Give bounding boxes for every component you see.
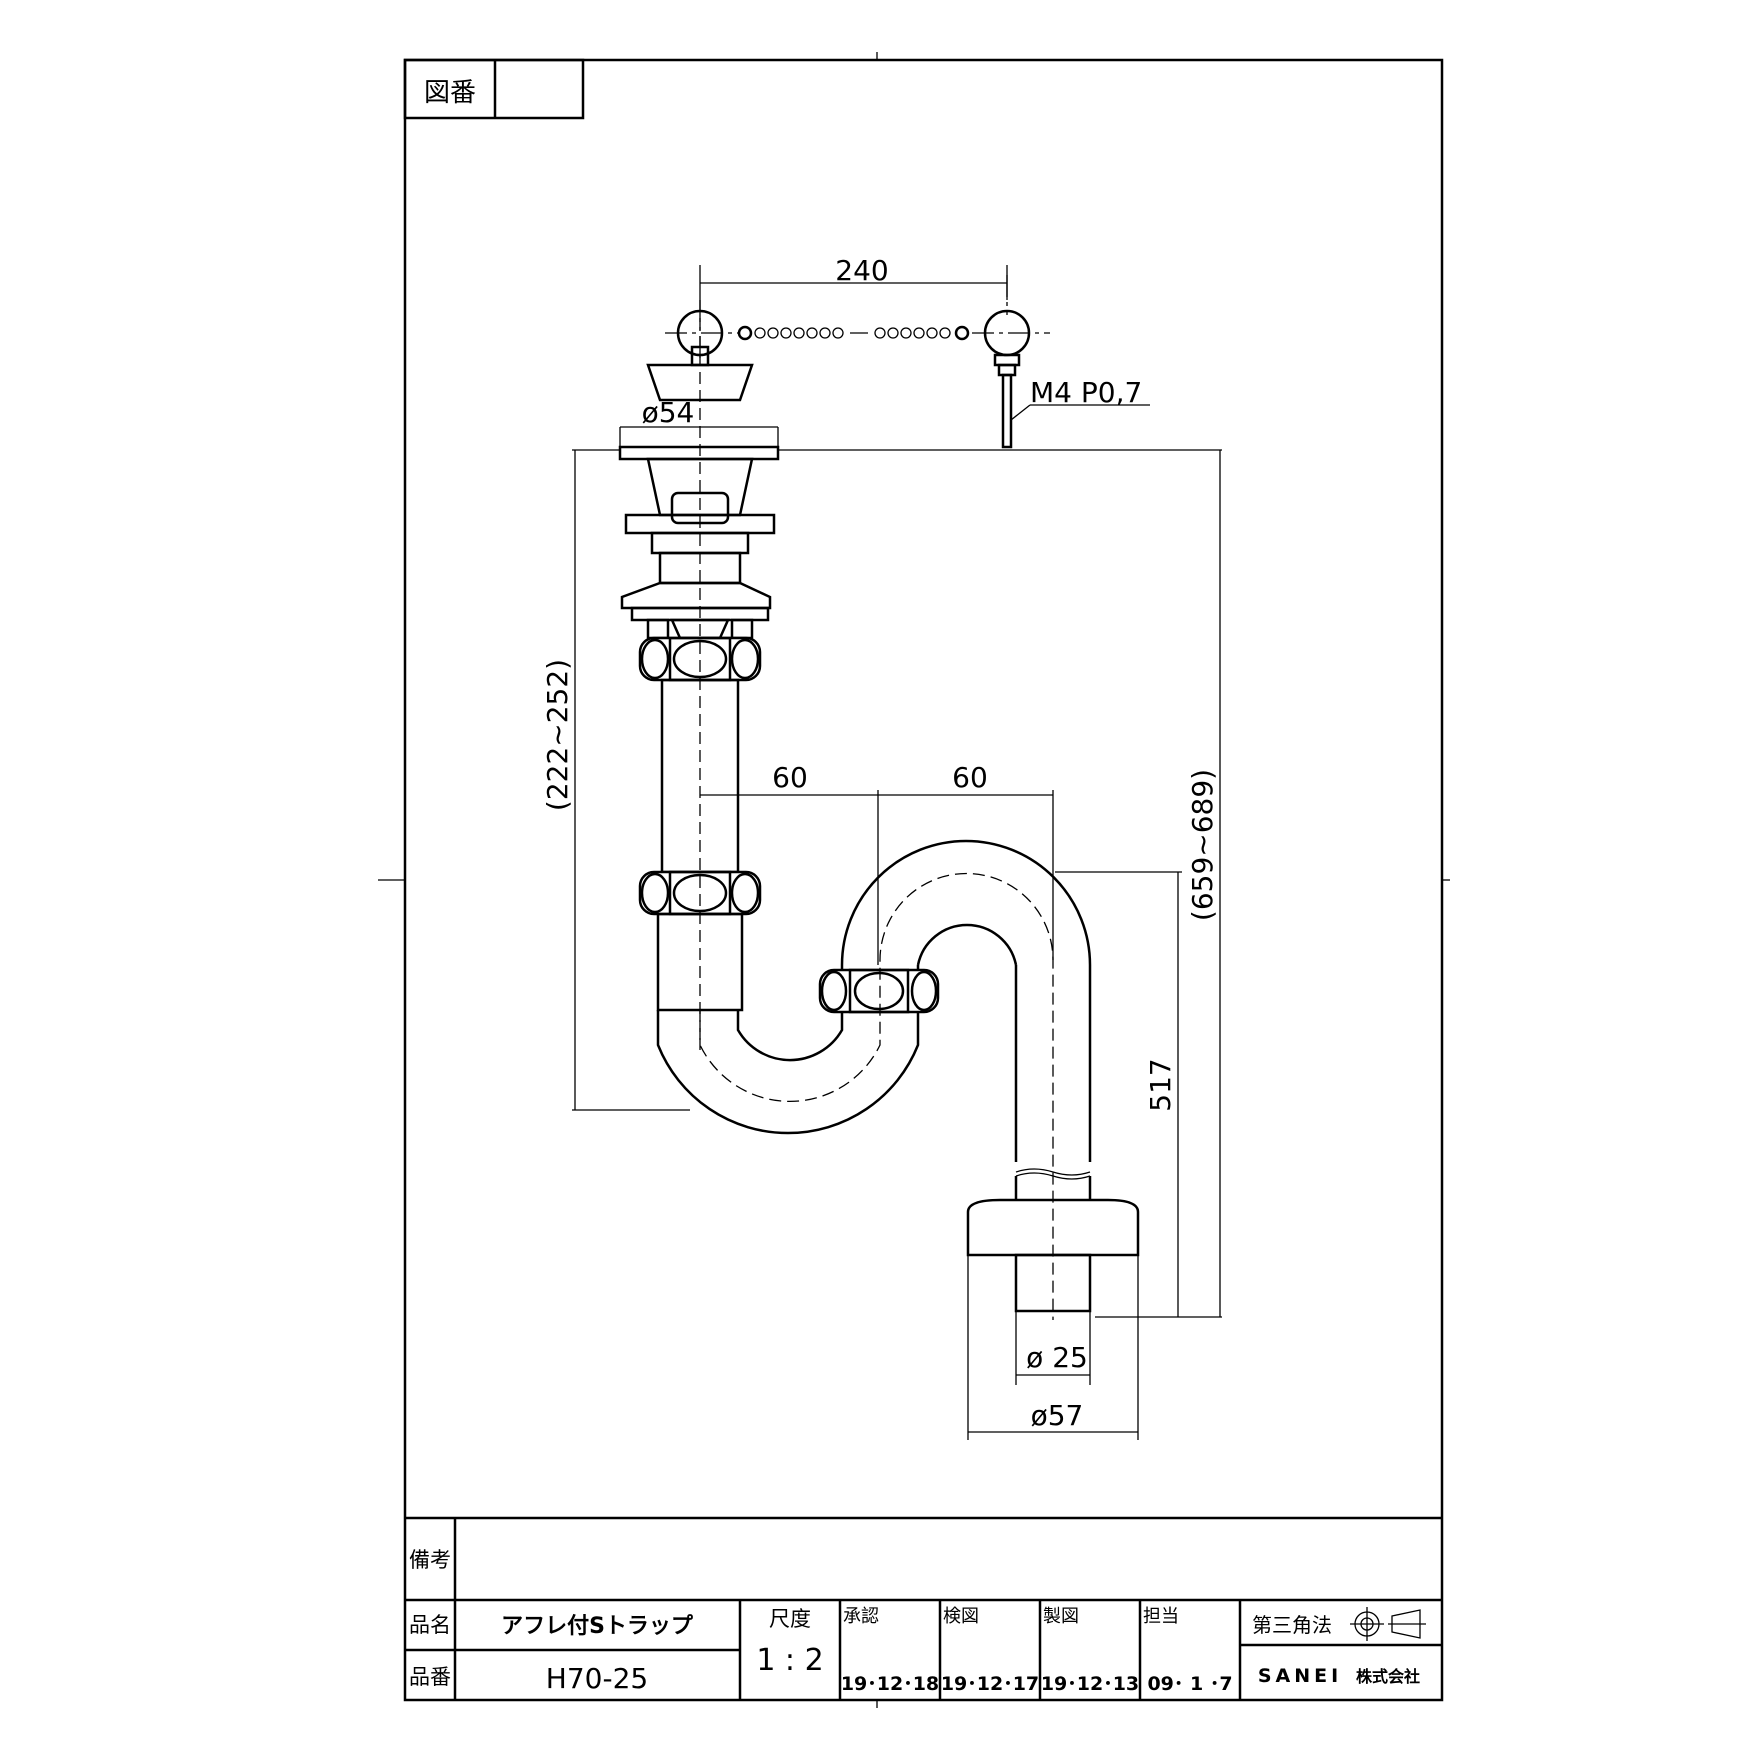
scale-label: 尺度 xyxy=(769,1607,811,1631)
dimension-lines xyxy=(572,265,1222,1440)
hook-stud xyxy=(1001,373,1013,449)
dim-offset-1: 60 xyxy=(772,761,808,794)
drawing-no-label: 図番 xyxy=(424,78,476,108)
approved-label: 承認 xyxy=(843,1606,879,1627)
s-trap-assembly xyxy=(618,275,1150,1320)
trap-bend-lower-inner xyxy=(736,1010,844,1062)
third-angle-projection-icon xyxy=(1350,1607,1426,1641)
trap-union-nut xyxy=(818,968,940,1014)
middle-union-nut xyxy=(638,870,762,916)
charge-label: 担当 xyxy=(1143,1606,1179,1627)
part-no-label: 品番 xyxy=(409,1665,451,1689)
trap-bend-upper-inner xyxy=(916,923,1018,966)
part-number: H70-25 xyxy=(546,1662,648,1695)
sheet-border xyxy=(403,58,1444,1702)
remarks-label: 備考 xyxy=(409,1548,451,1572)
scale-value: 1 : 2 xyxy=(756,1643,823,1678)
ball-chain xyxy=(737,325,970,341)
drawn-date: 19･12･13 xyxy=(1041,1673,1139,1695)
rubber-stopper xyxy=(646,363,754,402)
dim-flange-dia: ø57 xyxy=(1031,1399,1084,1432)
checked-label: 検図 xyxy=(943,1606,979,1627)
dim-thread: M4 P0,7 xyxy=(1030,376,1142,409)
product-name: アフレ付Sトラップ xyxy=(501,1614,694,1639)
hook-nut xyxy=(993,353,1021,367)
name-label: 品名 xyxy=(409,1613,451,1637)
title-block xyxy=(405,1516,1442,1700)
trap-bend-upper-outer xyxy=(840,839,1092,966)
dim-upper-length: (222~252) xyxy=(541,659,574,811)
company-name: SANEI xyxy=(1258,1665,1342,1687)
checked-date: 19･12･17 xyxy=(941,1673,1039,1695)
dim-outlet-dia: ø54 xyxy=(642,396,695,429)
projection-label: 第三角法 xyxy=(1252,1613,1332,1637)
trap-bend-lower-outer xyxy=(656,1010,920,1135)
outlet-flange xyxy=(618,445,780,461)
drawn-label: 製図 xyxy=(1043,1606,1079,1627)
approved-date: 19･12･18 xyxy=(841,1673,939,1695)
dim-total-length: (659~689) xyxy=(1186,769,1219,921)
dim-pipe-dia: ø 25 xyxy=(1026,1341,1088,1374)
dim-offset-2: 60 xyxy=(952,761,988,794)
company-suffix: 株式会社 xyxy=(1356,1667,1420,1686)
charge-date: 09･ 1 ･7 xyxy=(1147,1673,1232,1695)
dim-lower-height: 517 xyxy=(1144,1058,1177,1111)
dim-chain-length: 240 xyxy=(835,254,888,287)
lock-nut xyxy=(620,581,772,610)
